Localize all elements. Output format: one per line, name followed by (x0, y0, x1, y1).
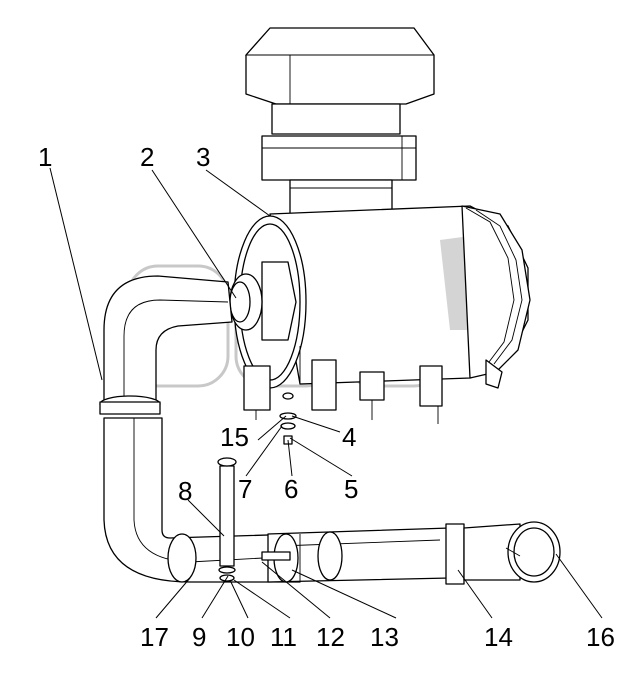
callout-8: 8 (178, 476, 192, 506)
callout-5: 5 (344, 474, 358, 504)
callout-11: 11 (270, 622, 297, 652)
callout-12: 12 (316, 622, 345, 652)
callout-16: 16 (586, 622, 615, 652)
air-cleaner-housing (229, 205, 531, 424)
pipe-support-bracket (217, 457, 237, 582)
upper-elbow-hose (99, 275, 233, 415)
callout-6: 6 (284, 474, 298, 504)
callout-17: 17 (140, 622, 169, 652)
callout-15: 15 (220, 422, 249, 452)
leader-lines (49, 167, 603, 619)
callout-10: 10 (226, 622, 255, 652)
callout-7: 7 (238, 474, 252, 504)
callout-labels: 1 2 3 4 5 6 7 8 9 10 11 12 13 14 15 16 1… (38, 142, 615, 652)
callout-9: 9 (192, 622, 206, 652)
callout-1: 1 (38, 142, 52, 172)
rain-cap (244, 27, 435, 227)
callout-4: 4 (342, 422, 356, 452)
intake-pipe (103, 417, 561, 585)
callout-3: 3 (196, 142, 210, 172)
callout-14: 14 (484, 622, 513, 652)
callout-13: 13 (370, 622, 399, 652)
callout-2: 2 (140, 142, 154, 172)
